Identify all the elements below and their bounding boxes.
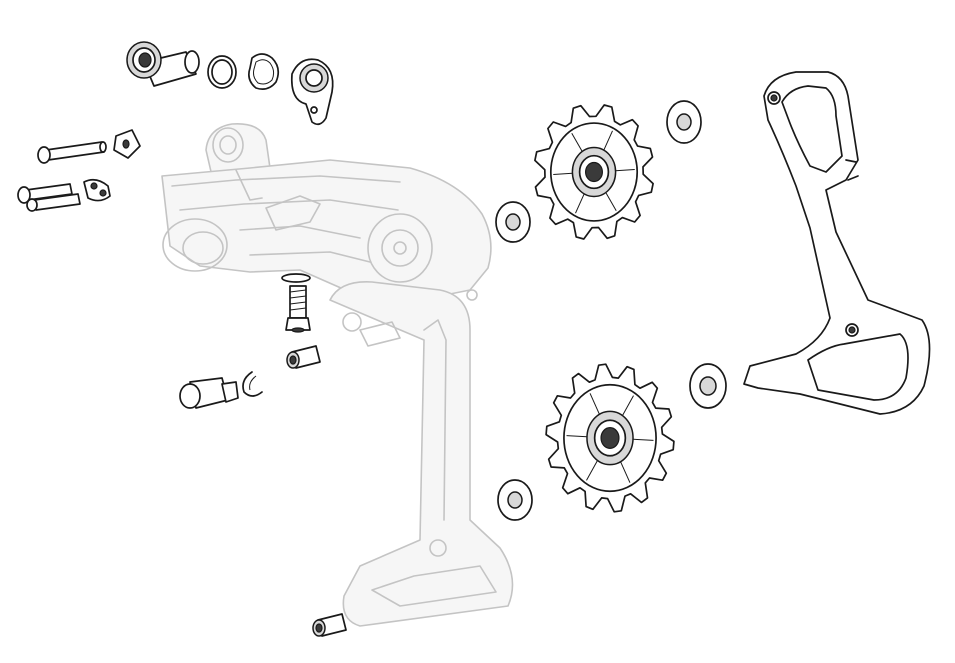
limit-screw	[281, 273, 311, 333]
long-pin	[37, 141, 107, 164]
upper-pulley-inner-washer	[495, 201, 531, 243]
lower-pulley-wheel	[545, 363, 675, 513]
upper-pulley-outer-washer	[666, 100, 702, 144]
cable-anchor-bolt	[179, 377, 239, 409]
lower-pulley-outer-washer	[689, 363, 727, 409]
short-pin-pair	[17, 183, 81, 212]
spacer-nut	[286, 345, 321, 369]
b-bolt-bushing	[126, 41, 200, 87]
b-bolt-washer	[248, 53, 280, 90]
cage-bolt-sleeve	[312, 613, 347, 637]
pin-clip	[83, 178, 111, 202]
derailleur-body	[161, 123, 514, 627]
b-bolt-ring	[207, 55, 237, 89]
e-clip	[242, 371, 263, 397]
lower-pulley-inner-washer	[497, 479, 533, 521]
upper-pulley-wheel	[534, 104, 654, 240]
pin-retainer	[113, 129, 141, 159]
outer-cage-plate	[743, 71, 931, 415]
b-tension-plate	[290, 58, 334, 126]
